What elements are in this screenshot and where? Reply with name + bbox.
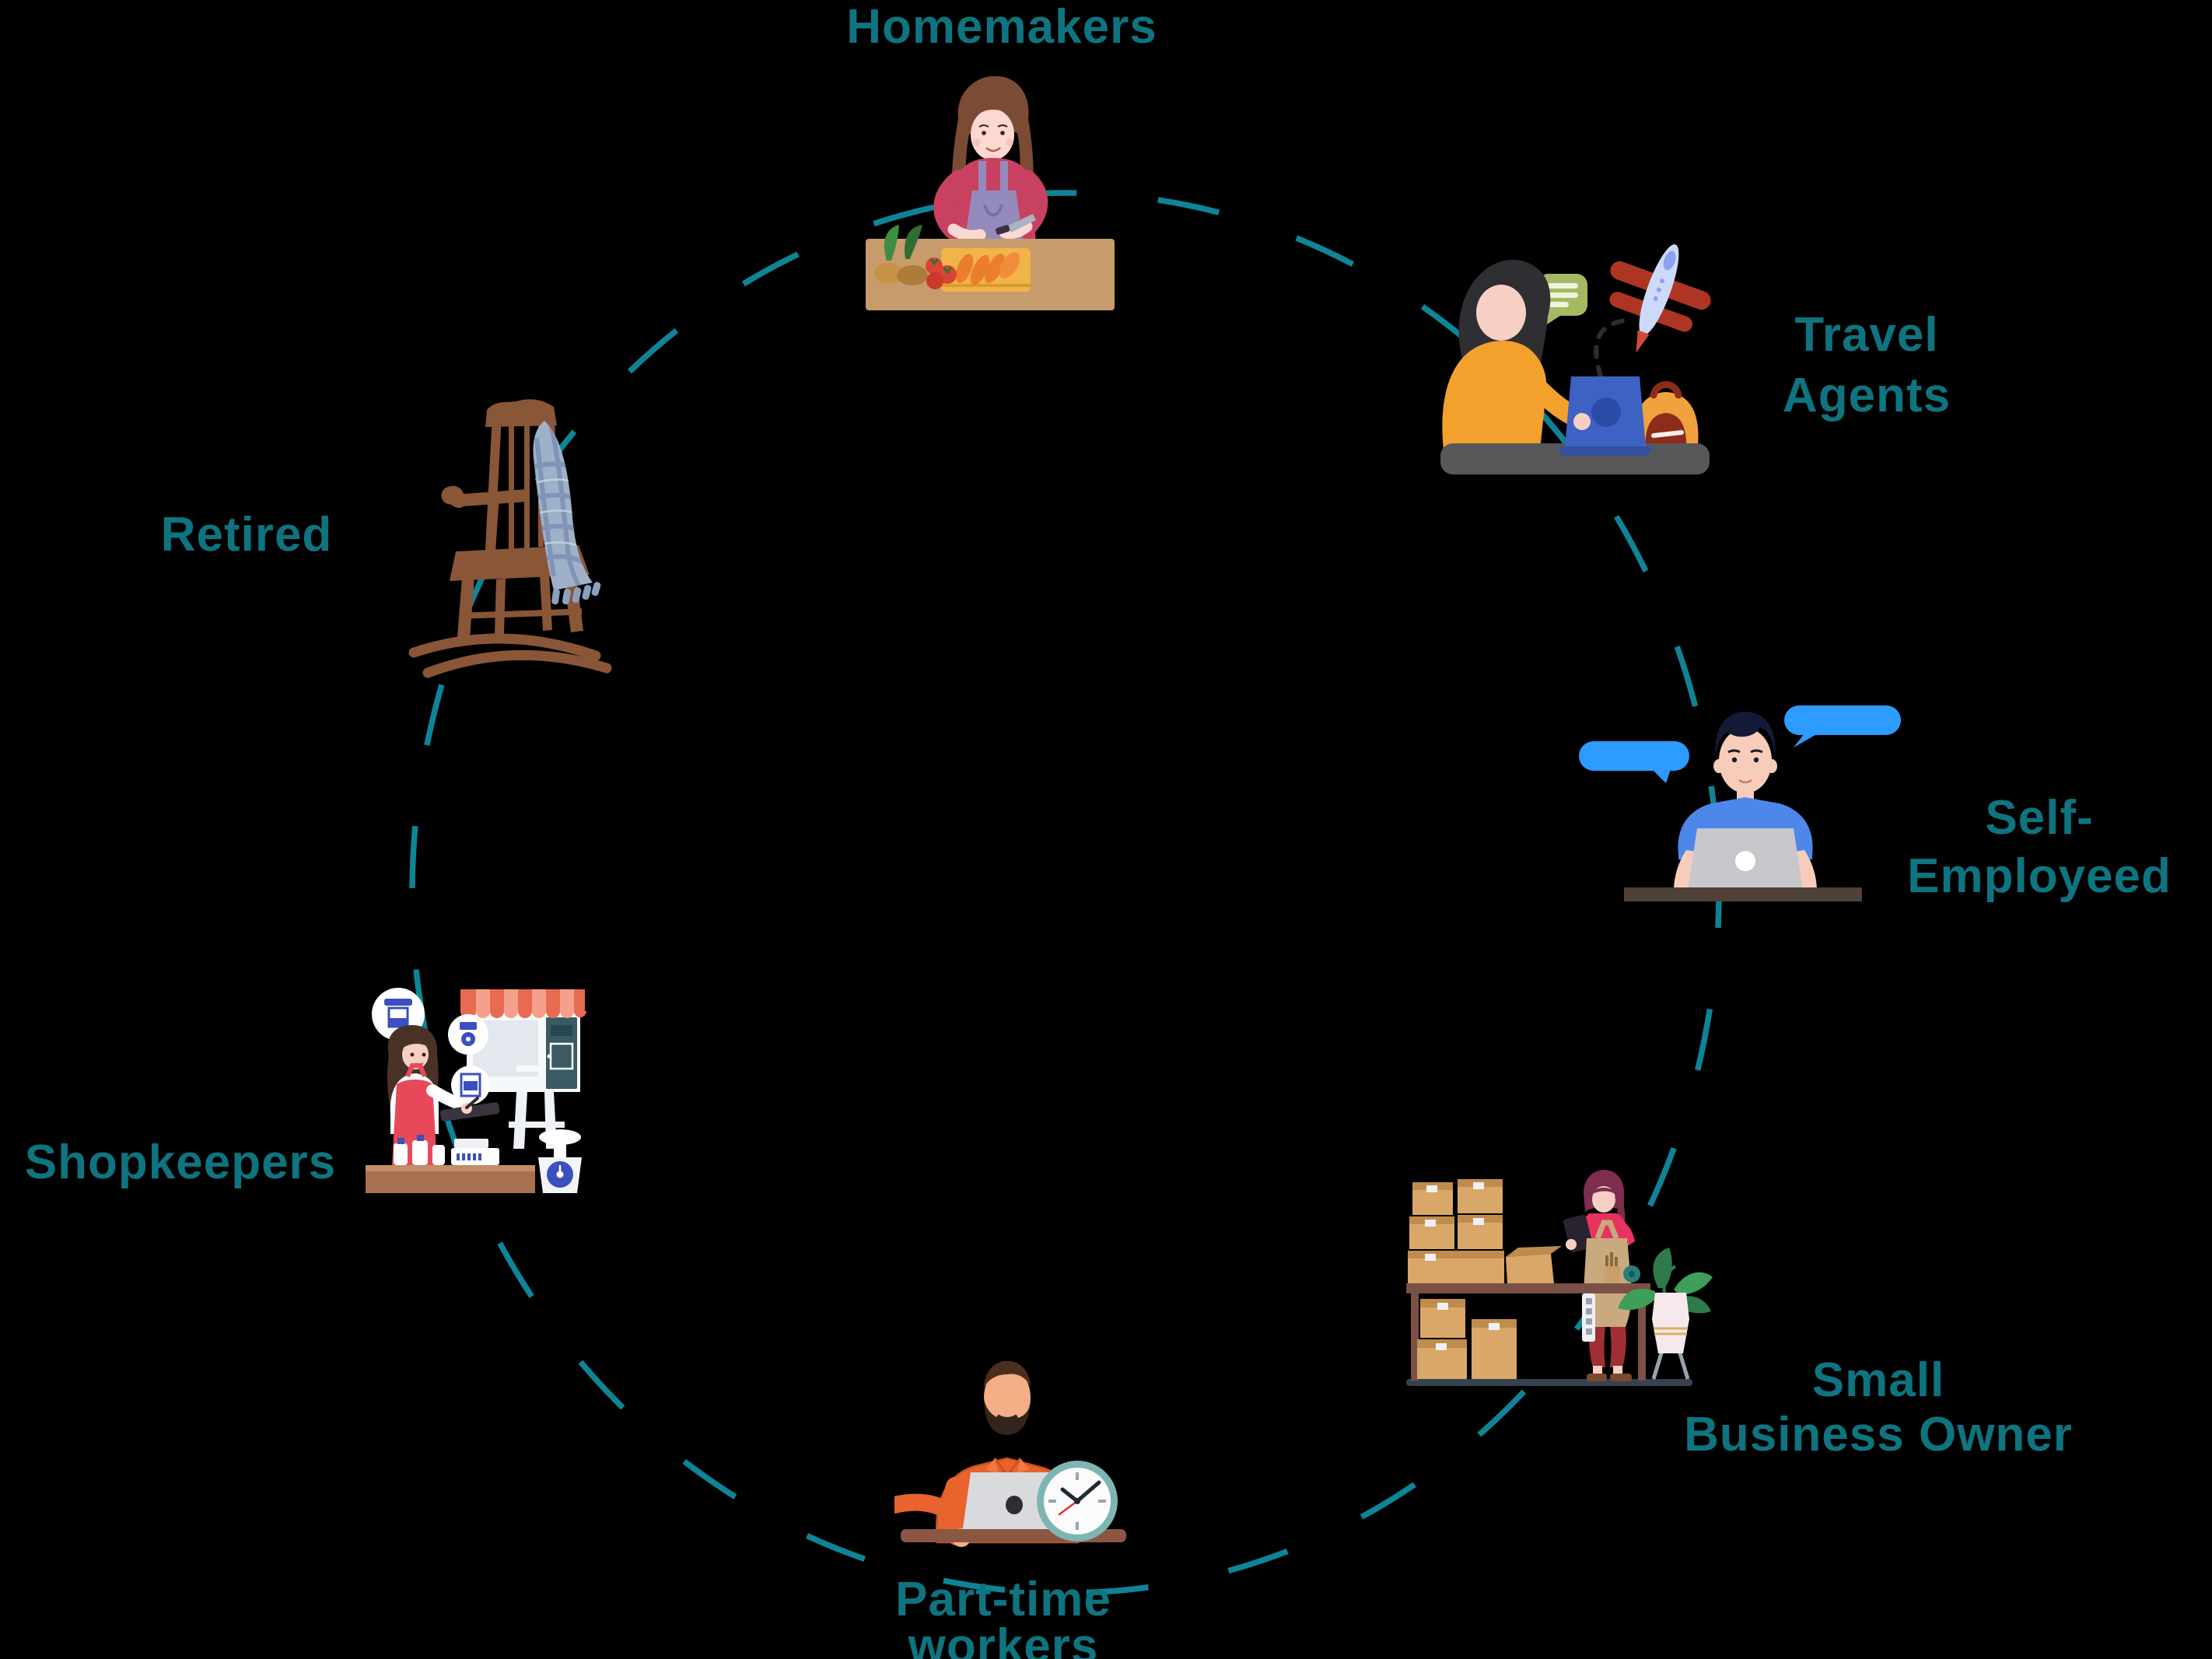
man-laptop-clock-illustration <box>894 1360 1126 1547</box>
label-shopkeepers: Shopkeepers <box>0 1137 361 1188</box>
label-line: Employeed <box>1907 849 2172 903</box>
label-line: Small <box>1811 1353 1945 1407</box>
label-line: Retired <box>160 508 333 562</box>
label-line: Self- <box>1985 791 2094 845</box>
man-laptop-chat-bubbles-illustration <box>1579 705 1901 901</box>
shopkeeper-store-counter-illustration <box>366 988 586 1193</box>
label-line: Homemakers <box>846 0 1157 54</box>
label-retired: Retired <box>75 509 418 561</box>
label-line: Part-time <box>895 1573 1111 1626</box>
woman-chopping-vegetables-illustration <box>866 75 1115 310</box>
owner-checking-inventory-boxes-illustration <box>1406 1170 1713 1386</box>
rocking-chair-blanket-illustration <box>408 399 612 678</box>
label-part-time-workers: Part-time workers <box>809 1573 1198 1659</box>
label-line: Shopkeepers <box>24 1136 337 1189</box>
label-small-business-owner: Small Business Owner <box>1637 1353 2119 1462</box>
travel-agent-laptop-airplane-illustration <box>1440 244 1711 474</box>
label-homemakers: Homemakers <box>792 2 1212 53</box>
label-travel-agents: Travel Agents <box>1707 305 2026 426</box>
label-self-employeed: Self- Employeed <box>1868 789 2210 905</box>
label-line: Agents <box>1782 369 1951 422</box>
label-line: workers <box>908 1619 1099 1659</box>
label-line: Travel <box>1794 308 1939 362</box>
label-line: Business Owner <box>1684 1408 2073 1461</box>
